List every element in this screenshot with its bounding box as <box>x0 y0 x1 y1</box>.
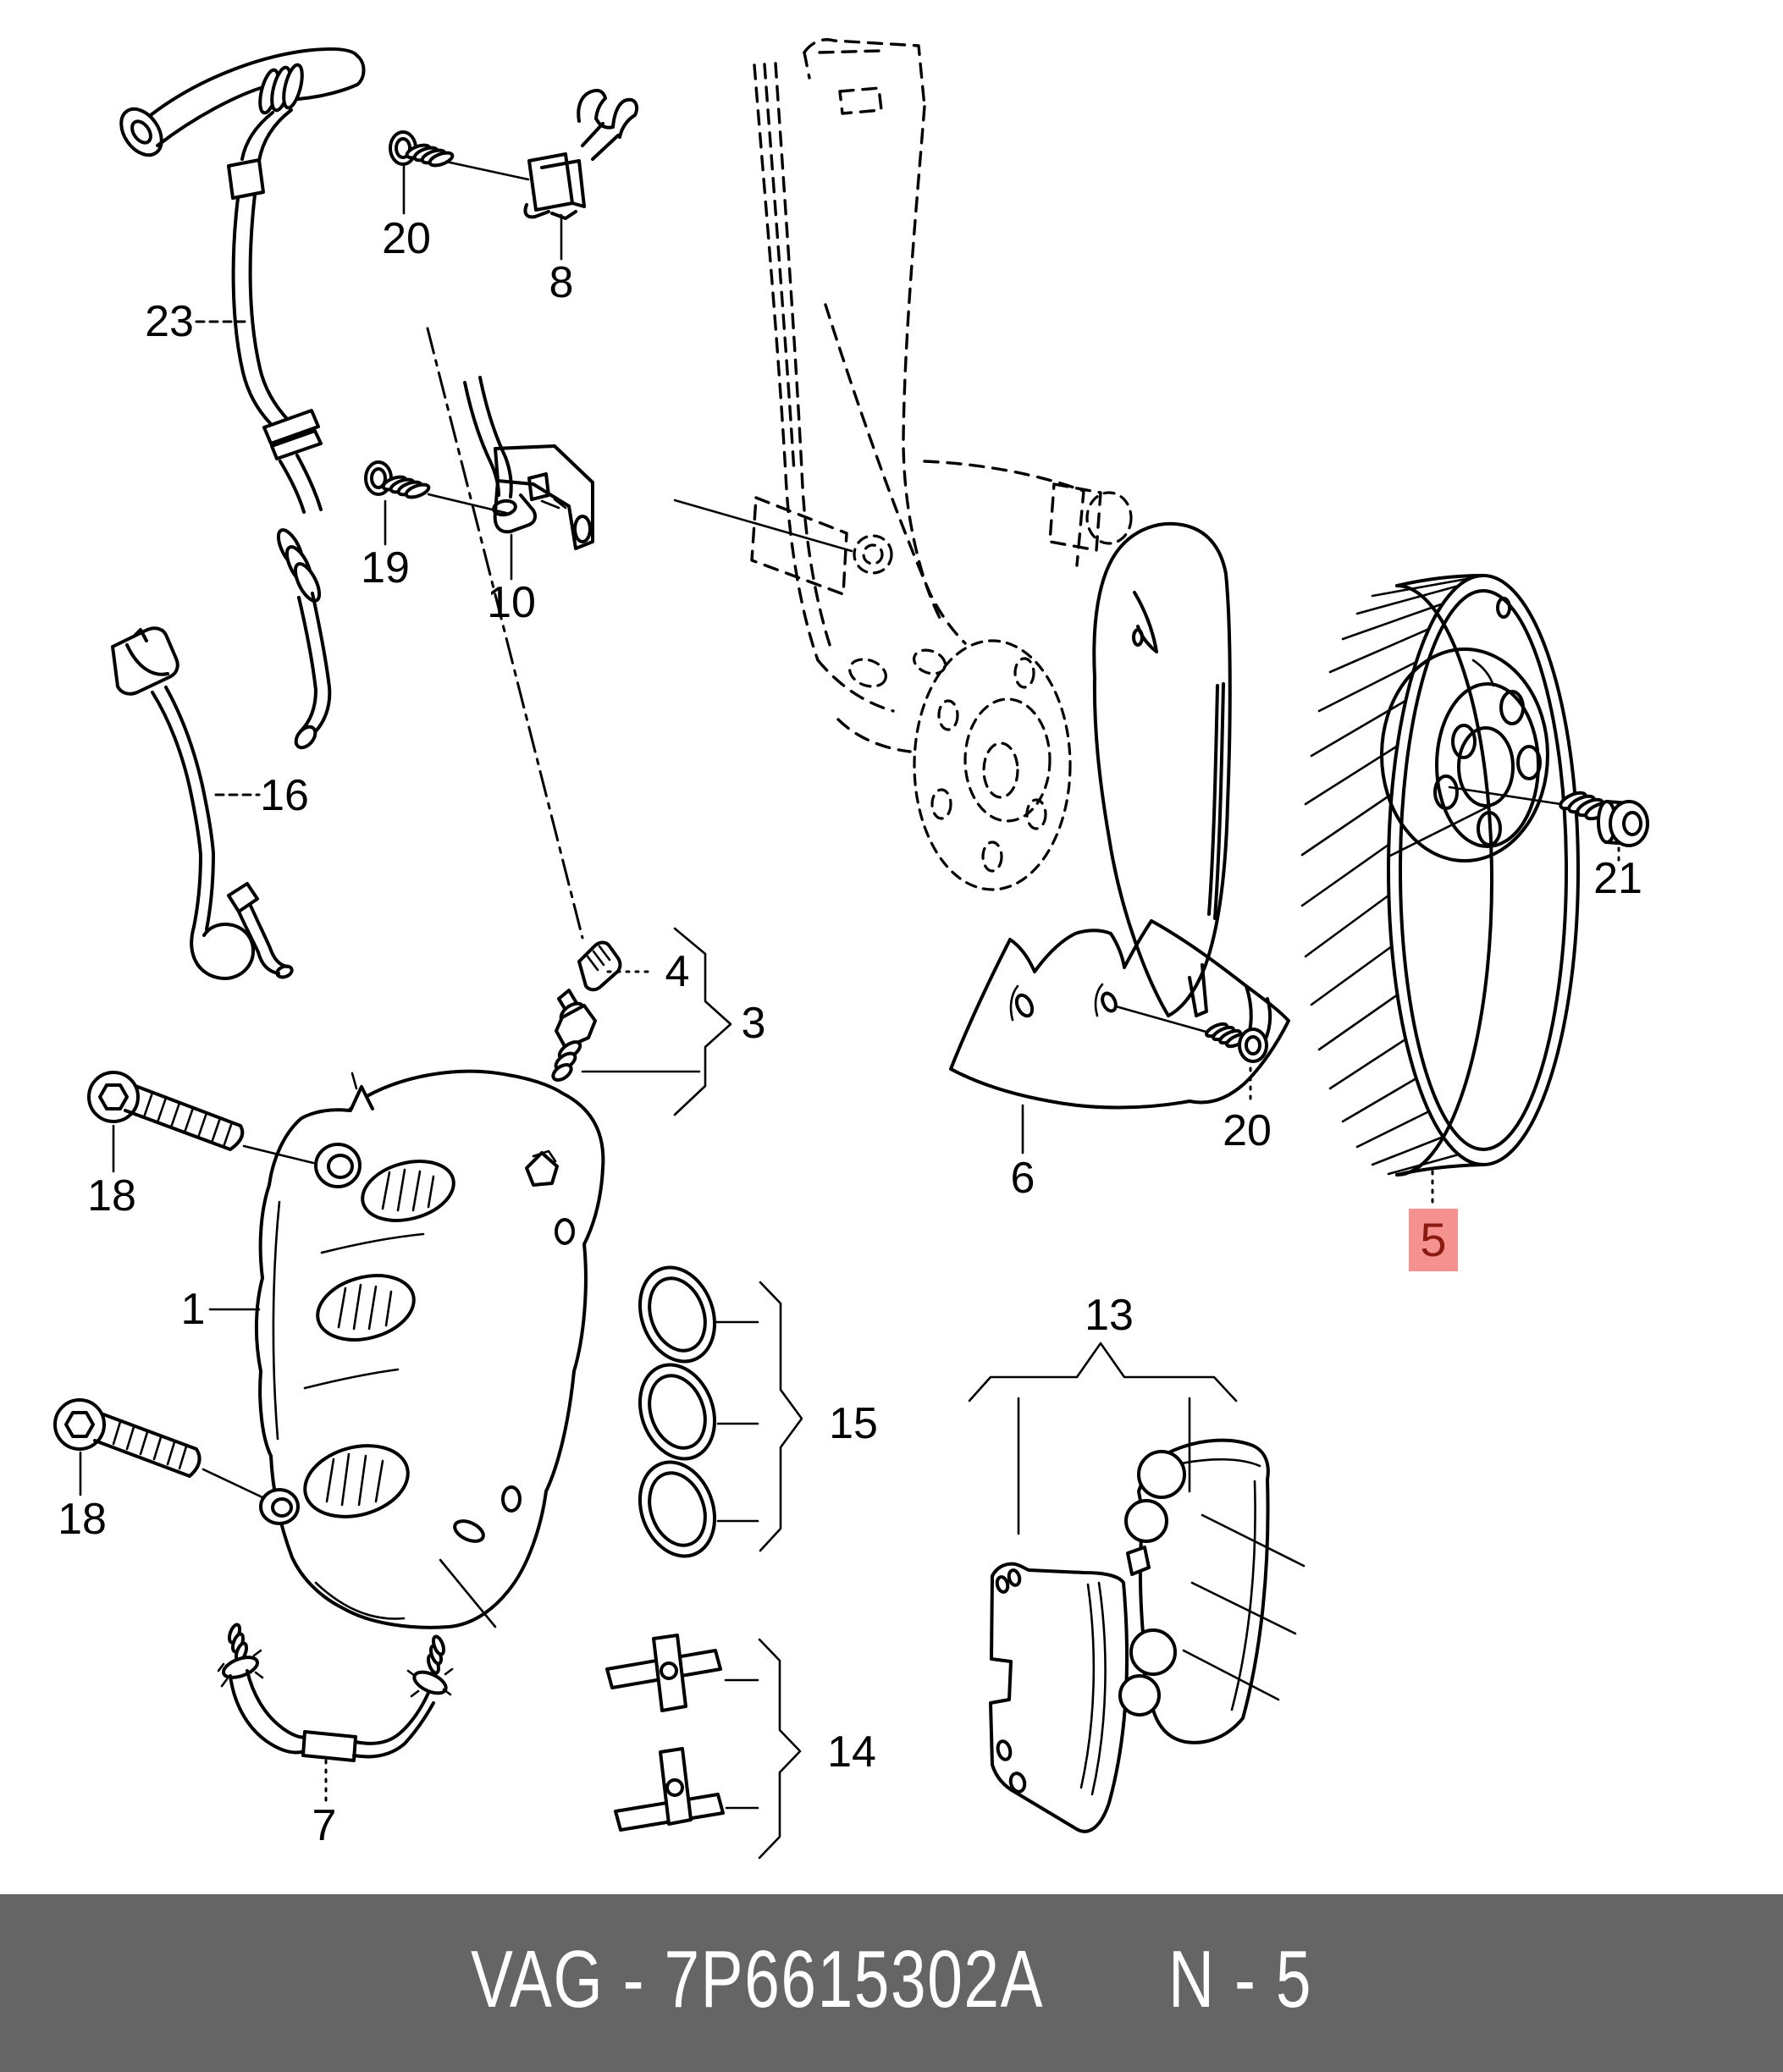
callout-13[interactable]: 13 <box>1085 1291 1134 1340</box>
wheel-hub-reference <box>913 639 1072 891</box>
callout-20-top[interactable]: 20 <box>382 214 431 263</box>
callout-4[interactable]: 4 <box>665 947 690 996</box>
steering-knuckle-reference <box>673 38 1133 753</box>
callout-19[interactable]: 19 <box>361 543 410 592</box>
brake-hose-7 <box>217 1623 454 1805</box>
brake-disc-5 <box>1300 574 1580 1209</box>
brake-pads-13 <box>968 1342 1306 1833</box>
callout-21[interactable]: 21 <box>1593 854 1642 903</box>
callout-6[interactable]: 6 <box>1010 1154 1035 1203</box>
footer-bar: VAG - 7P6615302A N - 5 <box>0 1894 1783 2072</box>
catalog-part-code: VAG - 7P6615302A <box>471 1934 1045 2025</box>
callout-18-top[interactable]: 18 <box>87 1171 136 1221</box>
callout-23[interactable]: 23 <box>145 297 194 346</box>
bleeder-cap-4 <box>577 940 654 992</box>
callout-20-shield[interactable]: 20 <box>1223 1106 1272 1155</box>
callout-1[interactable]: 1 <box>180 1285 206 1334</box>
page-reference: N - 5 <box>1168 1934 1313 2025</box>
brake-hose-23 <box>119 47 366 750</box>
screw-20-top <box>389 130 530 215</box>
callout-10[interactable]: 10 <box>487 578 536 627</box>
screw-21 <box>1559 791 1649 862</box>
screw-19 <box>364 460 508 546</box>
callout-15[interactable]: 15 <box>829 1399 878 1448</box>
brake-caliper-1 <box>208 1069 605 1629</box>
highlighted-part-number: 5 <box>1420 1213 1447 1266</box>
bleeder-valve-3 <box>426 327 732 1116</box>
screw-20-shield <box>1205 1022 1268 1107</box>
splash-shield-lower-6 <box>949 919 1290 1154</box>
retaining-clips-14 <box>605 1634 802 1860</box>
splash-shield-upper <box>1092 521 1232 1017</box>
bracket-10 <box>493 444 594 581</box>
callout-5-highlighted[interactable]: 5 <box>1409 1209 1458 1271</box>
callout-18-bottom[interactable]: 18 <box>58 1495 107 1544</box>
callout-16[interactable]: 16 <box>260 771 309 820</box>
callout-3[interactable]: 3 <box>741 999 766 1048</box>
bolt-18-top <box>87 1071 315 1173</box>
wear-sensor-16 <box>111 626 294 980</box>
callout-7[interactable]: 7 <box>312 1801 337 1850</box>
bracket-8 <box>523 88 639 261</box>
callout-8[interactable]: 8 <box>549 258 574 307</box>
seal-rings-15 <box>638 1265 803 1558</box>
bolt-18-bottom <box>53 1398 266 1500</box>
callout-14[interactable]: 14 <box>827 1728 876 1777</box>
